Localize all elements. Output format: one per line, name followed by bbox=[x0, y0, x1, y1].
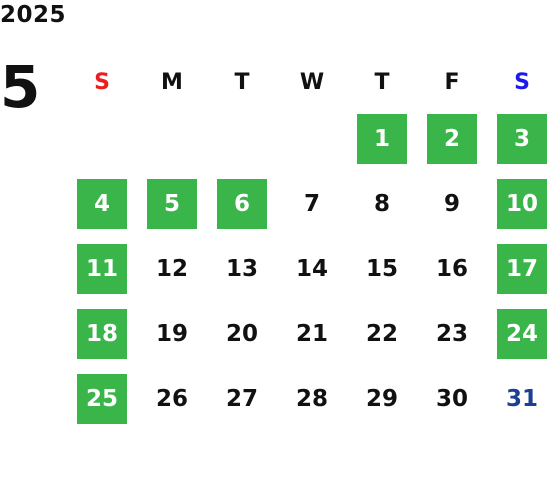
weekday-header-wednesday: W bbox=[299, 69, 325, 95]
calendar-day: 1 bbox=[357, 113, 407, 164]
calendar-cell: 13 bbox=[205, 236, 275, 301]
calendar-cell: 16 bbox=[415, 236, 485, 301]
calendar-cell: 19 bbox=[135, 301, 205, 366]
calendar-cell: 8 bbox=[345, 171, 415, 236]
calendar-day: 13 bbox=[225, 255, 258, 282]
calendar-day: 2 bbox=[427, 113, 477, 164]
calendar-day: 14 bbox=[295, 255, 328, 282]
calendar-cell bbox=[205, 106, 275, 171]
weekday-header-tuesday: T bbox=[234, 69, 250, 95]
calendar-cell: 9 bbox=[415, 171, 485, 236]
month-number: 5 bbox=[0, 53, 41, 121]
calendar-day: 18 bbox=[77, 308, 127, 359]
calendar-cell: 17 bbox=[485, 236, 548, 301]
calendar-day: 24 bbox=[497, 308, 547, 359]
weekday-header-friday: F bbox=[444, 69, 460, 95]
calendar-day: 7 bbox=[303, 190, 320, 217]
calendar-day: 6 bbox=[217, 178, 267, 229]
calendar-day: 19 bbox=[155, 320, 188, 347]
calendar-day: 29 bbox=[365, 385, 398, 412]
weekday-header-monday: M bbox=[161, 69, 183, 95]
calendar-cell: 21 bbox=[275, 301, 345, 366]
calendar-cell: 30 bbox=[415, 366, 485, 431]
calendar-day: 10 bbox=[497, 178, 547, 229]
calendar-cell: 1 bbox=[345, 106, 415, 171]
calendar-day: 21 bbox=[295, 320, 328, 347]
calendar-cell bbox=[275, 106, 345, 171]
calendar-day: 23 bbox=[435, 320, 468, 347]
calendar-day: 5 bbox=[147, 178, 197, 229]
calendar-day: 27 bbox=[225, 385, 258, 412]
calendar-day: 22 bbox=[365, 320, 398, 347]
calendar-day: 9 bbox=[443, 190, 460, 217]
calendar-day: 31 bbox=[505, 385, 538, 412]
calendar-cell bbox=[65, 106, 135, 171]
calendar-cell: 4 bbox=[65, 171, 135, 236]
calendar-day: 17 bbox=[497, 243, 547, 294]
calendar-cell: 7 bbox=[275, 171, 345, 236]
calendar-cell: 27 bbox=[205, 366, 275, 431]
calendar-cell: 6 bbox=[205, 171, 275, 236]
calendar-day: 30 bbox=[435, 385, 468, 412]
calendar-cell: 10 bbox=[485, 171, 548, 236]
calendar-day: 3 bbox=[497, 113, 547, 164]
calendar-day: 26 bbox=[155, 385, 188, 412]
calendar-cell: 25 bbox=[65, 366, 135, 431]
year-label: 2025 bbox=[0, 2, 67, 28]
calendar-day: 11 bbox=[77, 243, 127, 294]
calendar-day: 8 bbox=[373, 190, 390, 217]
calendar-day: 25 bbox=[77, 373, 127, 424]
calendar-day: 15 bbox=[365, 255, 398, 282]
weekday-header-sunday: S bbox=[94, 69, 110, 95]
calendar-cell: 24 bbox=[485, 301, 548, 366]
calendar-cell bbox=[135, 106, 205, 171]
calendar-cell: 14 bbox=[275, 236, 345, 301]
calendar-cell: 20 bbox=[205, 301, 275, 366]
weekday-header-thursday: T bbox=[374, 69, 390, 95]
calendar-cell: 3 bbox=[485, 106, 548, 171]
calendar-cell: 12 bbox=[135, 236, 205, 301]
calendar-cell: 22 bbox=[345, 301, 415, 366]
weekday-header-saturday: S bbox=[514, 69, 530, 95]
calendar-cell: 29 bbox=[345, 366, 415, 431]
calendar-cell: 26 bbox=[135, 366, 205, 431]
calendar-cell: 11 bbox=[65, 236, 135, 301]
calendar-day: 4 bbox=[77, 178, 127, 229]
calendar-day: 16 bbox=[435, 255, 468, 282]
calendar-cell: 18 bbox=[65, 301, 135, 366]
calendar-day: 12 bbox=[155, 255, 188, 282]
calendar-cell: 28 bbox=[275, 366, 345, 431]
calendar-cell: 15 bbox=[345, 236, 415, 301]
calendar-day: 28 bbox=[295, 385, 328, 412]
calendar-cell: 23 bbox=[415, 301, 485, 366]
calendar-cell: 5 bbox=[135, 171, 205, 236]
calendar-cell: 31 bbox=[485, 366, 548, 431]
calendar-day: 20 bbox=[225, 320, 258, 347]
calendar-cell: 2 bbox=[415, 106, 485, 171]
